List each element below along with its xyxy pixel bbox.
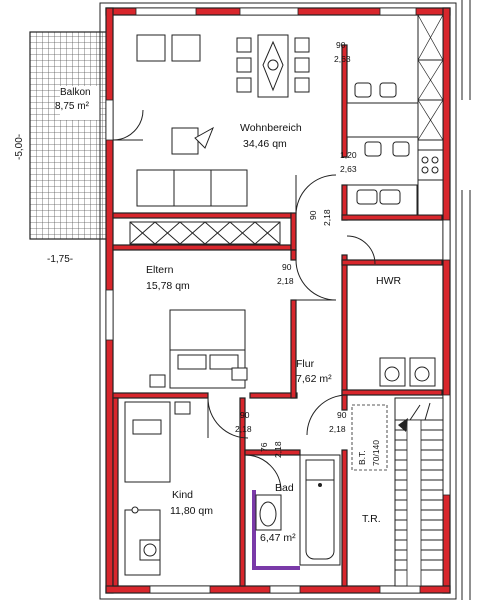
tr-name: T.R. — [362, 513, 381, 525]
hwr-name: HWR — [376, 275, 401, 287]
wardrobe — [129, 221, 281, 245]
dim-kitchen-counter-w: 1,20 — [340, 150, 357, 160]
dim-eltern-door-h: 2,18 — [277, 276, 294, 286]
dim-tr-door-h: 2,18 — [329, 424, 346, 434]
bed-eltern — [149, 309, 248, 389]
dim-eltern-door-w: 90 — [282, 262, 292, 272]
balkon-name: Balkon — [60, 87, 91, 98]
kind-area: 11,80 qm — [170, 505, 213, 517]
staircase — [394, 397, 444, 587]
living-furniture — [136, 34, 248, 207]
wohnbereich-area: 34,46 qm — [243, 138, 287, 150]
dim-bad-door-w: 76 — [259, 442, 269, 452]
kind-name: Kind — [172, 489, 193, 501]
bath-fixtures — [255, 454, 341, 566]
flur-name: Flur — [296, 358, 315, 370]
bt-value: 70/140 — [371, 440, 381, 466]
bt-label: B.T. — [357, 450, 367, 465]
dim-bad-door-h: 2,18 — [273, 441, 283, 458]
bad-name: Bad — [275, 482, 294, 494]
kitchen-counter — [346, 14, 444, 216]
dim-tr-door-w: 90 — [337, 410, 347, 420]
balkon-width: -5,00- — [14, 134, 25, 160]
dining-table — [236, 34, 310, 98]
wohnbereich-name: Wohnbereich — [240, 122, 302, 134]
exterior-edge — [461, 0, 471, 600]
kind-furniture — [124, 401, 191, 576]
dim-kitchen-counter-h: 2,63 — [340, 164, 357, 174]
dim-wohn-door-w: 90 — [308, 210, 318, 220]
eltern-area: 15,78 qm — [146, 280, 190, 292]
dim-kitchen-top-h: 2,63 — [334, 54, 351, 64]
hwr-appliances — [379, 357, 436, 387]
door-swings — [112, 109, 376, 492]
balkon-depth: -1,75- — [47, 254, 73, 265]
eltern-name: Eltern — [146, 264, 174, 276]
interior-walls — [112, 44, 443, 587]
windows — [105, 7, 451, 594]
dim-wohn-door-h: 2,18 — [322, 209, 332, 226]
balkon-area: 8,75 m² — [55, 101, 90, 112]
balcony — [29, 31, 109, 240]
dim-kind-door-h: 2,18 — [235, 424, 252, 434]
bath-purple-wall — [252, 490, 256, 570]
bad-area: 6,47 m² — [260, 532, 296, 544]
bt-box — [351, 404, 388, 471]
dim-kind-door-w: 90 — [240, 410, 250, 420]
bath-purple-floor — [252, 566, 300, 570]
dim-kitchen-top-w: 90 — [336, 40, 346, 50]
flur-area: 7,62 m² — [296, 373, 332, 385]
